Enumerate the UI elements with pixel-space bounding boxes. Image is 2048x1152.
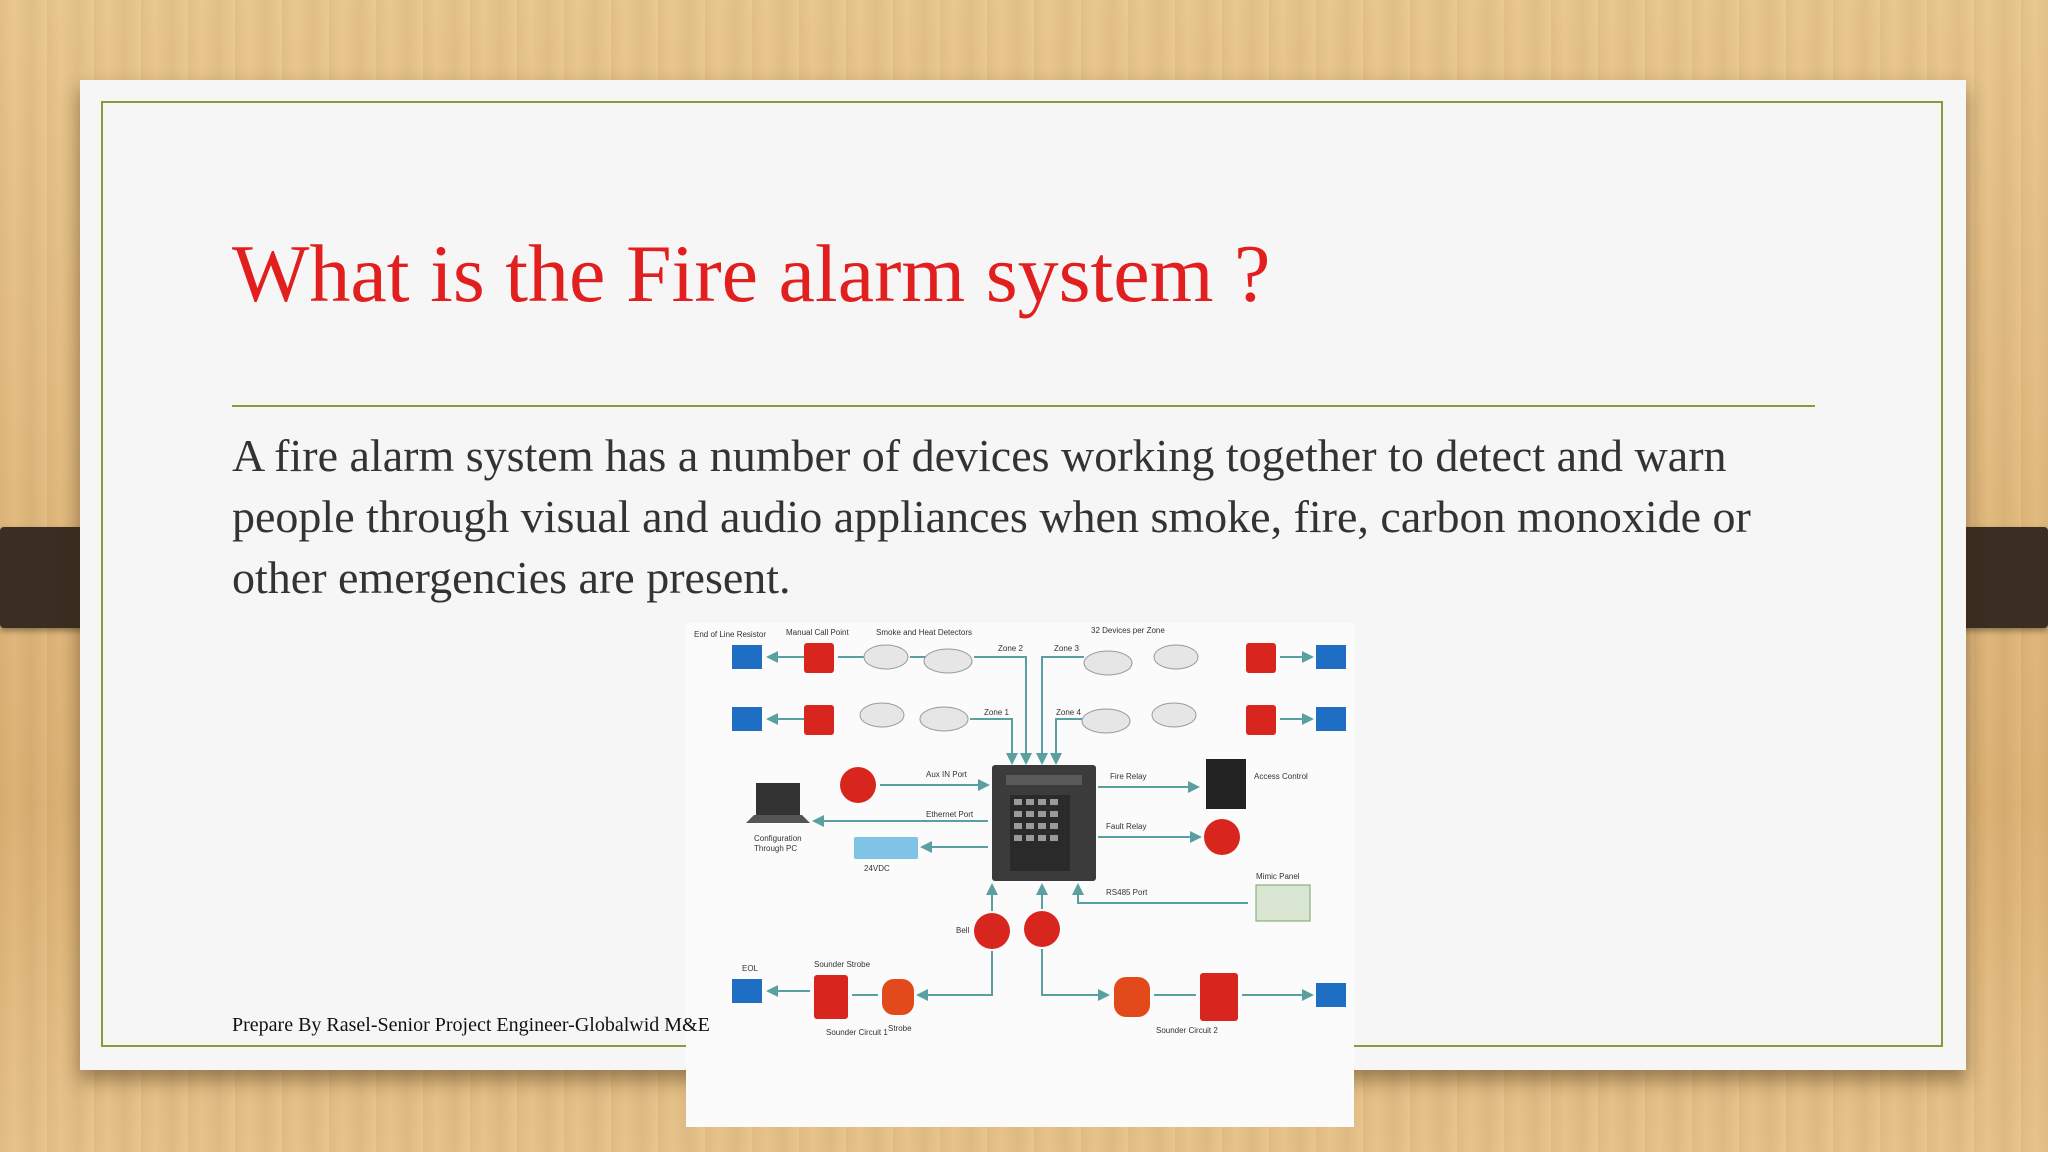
label-zone2: Zone 2 [998,644,1023,653]
manual-call-point-icon [1246,705,1276,735]
fire-alarm-diagram: End of Line Resistor Manual Call Point S… [686,623,1354,1127]
label-mimic-panel: Mimic Panel [1256,872,1300,881]
label-eol: EOL [742,964,759,973]
label-sounder-circuit1: Sounder Circuit 1 [826,1028,888,1037]
laptop-icon [756,783,800,815]
heat-detector-icon [1081,708,1131,734]
bell-icon [1204,819,1240,855]
label-manual-call-point: Manual Call Point [786,628,849,637]
access-control-icon [1206,759,1246,809]
heat-detector-icon [923,648,973,674]
battery-icon [854,837,918,859]
manual-call-point-icon [804,705,834,735]
label-sounder-strobe: Sounder Strobe [814,960,871,969]
label-smoke-heat: Smoke and Heat Detectors [876,628,972,637]
manual-call-point-icon [1246,643,1276,673]
eol-resistor-icon [732,979,762,1003]
label-rs485: RS485 Port [1106,888,1148,897]
eol-resistor-icon [732,645,762,669]
strobe-icon [1114,977,1150,1017]
manual-call-point-icon [804,643,834,673]
label-config-pc-2: Through PC [754,844,797,853]
sounder-strobe-icon [814,975,848,1019]
label-ethernet: Ethernet Port [926,810,974,819]
label-zone3: Zone 3 [1054,644,1079,653]
bell-icon [1024,911,1060,947]
eol-resistor-icon [1316,707,1346,731]
eol-resistor-icon [1316,645,1346,669]
label-zone4: Zone 4 [1056,708,1081,717]
label-fire-relay: Fire Relay [1110,772,1146,781]
smoke-detector-icon [1153,644,1199,670]
sounder-strobe-icon [1200,973,1238,1021]
label-zone1: Zone 1 [984,708,1009,717]
label-devices-per-zone: 32 Devices per Zone [1091,626,1165,635]
label-eol-resistor: End of Line Resistor [694,630,766,639]
heat-detector-icon [1083,650,1133,676]
smoke-detector-icon [1151,702,1197,728]
strobe-icon [882,979,914,1015]
bell-icon [840,767,876,803]
smoke-detector-icon [859,702,905,728]
label-sounder-circuit2: Sounder Circuit 2 [1156,1026,1218,1035]
heat-detector-icon [919,706,969,732]
slide-footer: Prepare By Rasel-Senior Project Engineer… [232,1014,710,1036]
label-aux-in: Aux IN Port [926,770,968,779]
label-access-control: Access Control [1254,772,1308,781]
slide: What is the Fire alarm system ? A fire a… [80,80,1966,1127]
label-strobe: Strobe [888,1024,912,1033]
title-divider [232,405,1815,407]
label-config-pc-1: Configuration [754,834,802,843]
smoke-detector-icon [863,644,909,670]
eol-resistor-icon [732,707,762,731]
mimic-panel-icon [1255,884,1311,922]
label-24vdc: 24VDC [864,864,890,873]
diagram-svg: End of Line Resistor Manual Call Point S… [694,626,1346,1037]
slide-body-text: A fire alarm system has a number of devi… [232,430,1751,603]
bell-icon [974,913,1010,949]
label-bell: Bell [956,926,970,935]
label-fault-relay: Fault Relay [1106,822,1146,831]
slide-title: What is the Fire alarm system ? [232,228,1271,319]
eol-resistor-icon [1316,983,1346,1007]
